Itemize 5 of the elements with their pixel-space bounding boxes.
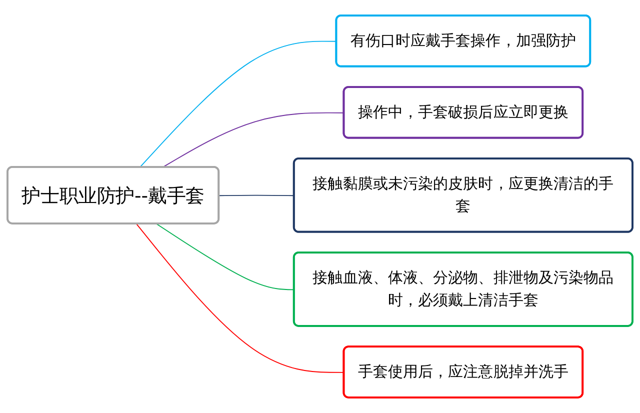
connector [139,40,338,168]
connector [162,112,345,168]
connector [156,223,295,290]
connector [218,194,295,196]
connector [136,223,345,373]
